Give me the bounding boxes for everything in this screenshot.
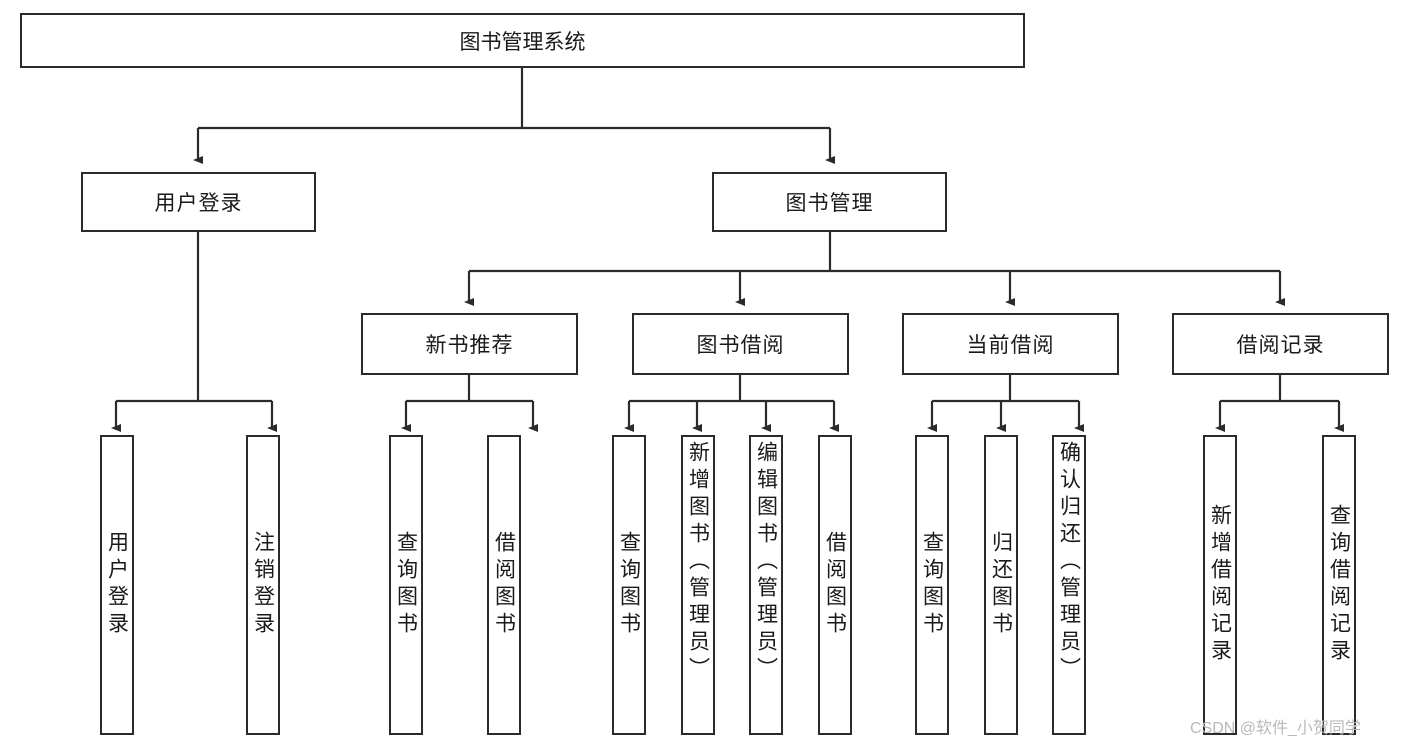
node-book-borrow[interactable]: 图书借阅 xyxy=(632,313,849,375)
leaf-current-return-book-label: 归还图书 xyxy=(989,531,1013,639)
leaf-borrow-edit-book-label: 编辑图书（管理员） xyxy=(754,441,778,684)
leaf-current-query-book[interactable]: 查询图书 xyxy=(915,435,949,735)
leaf-borrow-lend-book[interactable]: 借阅图书 xyxy=(818,435,852,735)
leaf-borrow-query-book[interactable]: 查询图书 xyxy=(612,435,646,735)
node-borrow-record[interactable]: 借阅记录 xyxy=(1172,313,1389,375)
leaf-record-query-label: 查询借阅记录 xyxy=(1327,504,1351,666)
node-user-login[interactable]: 用户登录 xyxy=(81,172,316,232)
leaf-record-query[interactable]: 查询借阅记录 xyxy=(1322,435,1356,735)
leaf-borrow-add-book-label: 新增图书（管理员） xyxy=(686,441,710,684)
node-new-book-recommend[interactable]: 新书推荐 xyxy=(361,313,578,375)
leaf-user-login-signout[interactable]: 注销登录 xyxy=(246,435,280,735)
leaf-borrow-add-book[interactable]: 新增图书（管理员） xyxy=(681,435,715,735)
leaf-new-book-borrow-label: 借阅图书 xyxy=(492,531,516,639)
node-root[interactable]: 图书管理系统 xyxy=(20,13,1025,68)
leaf-user-login-signin-label: 用户登录 xyxy=(105,531,129,639)
leaf-current-return-book[interactable]: 归还图书 xyxy=(984,435,1018,735)
node-root-label: 图书管理系统 xyxy=(459,30,586,54)
leaf-new-book-borrow[interactable]: 借阅图书 xyxy=(487,435,521,735)
leaf-borrow-lend-book-label: 借阅图书 xyxy=(823,531,847,639)
leaf-new-book-query[interactable]: 查询图书 xyxy=(389,435,423,735)
watermark: CSDN @软件_小贺同学 xyxy=(1190,720,1361,737)
node-book-management-label: 图书管理 xyxy=(785,192,874,215)
node-book-borrow-label: 图书借阅 xyxy=(696,334,785,357)
node-current-borrow[interactable]: 当前借阅 xyxy=(902,313,1119,375)
leaf-borrow-query-book-label: 查询图书 xyxy=(617,531,641,639)
leaf-user-login-signout-label: 注销登录 xyxy=(251,531,275,639)
leaf-borrow-edit-book[interactable]: 编辑图书（管理员） xyxy=(749,435,783,735)
leaf-current-confirm-return[interactable]: 确认归还（管理员） xyxy=(1052,435,1086,735)
node-user-login-label: 用户登录 xyxy=(154,192,243,215)
leaf-user-login-signin[interactable]: 用户登录 xyxy=(100,435,134,735)
node-borrow-record-label: 借阅记录 xyxy=(1236,334,1325,357)
leaf-current-confirm-return-label: 确认归还（管理员） xyxy=(1057,441,1081,684)
leaf-record-add-label: 新增借阅记录 xyxy=(1208,504,1232,666)
leaf-current-query-book-label: 查询图书 xyxy=(920,531,944,639)
node-book-management[interactable]: 图书管理 xyxy=(712,172,947,232)
leaf-record-add[interactable]: 新增借阅记录 xyxy=(1203,435,1237,735)
leaf-new-book-query-label: 查询图书 xyxy=(394,531,418,639)
node-current-borrow-label: 当前借阅 xyxy=(966,334,1055,357)
node-new-book-recommend-label: 新书推荐 xyxy=(425,334,514,357)
